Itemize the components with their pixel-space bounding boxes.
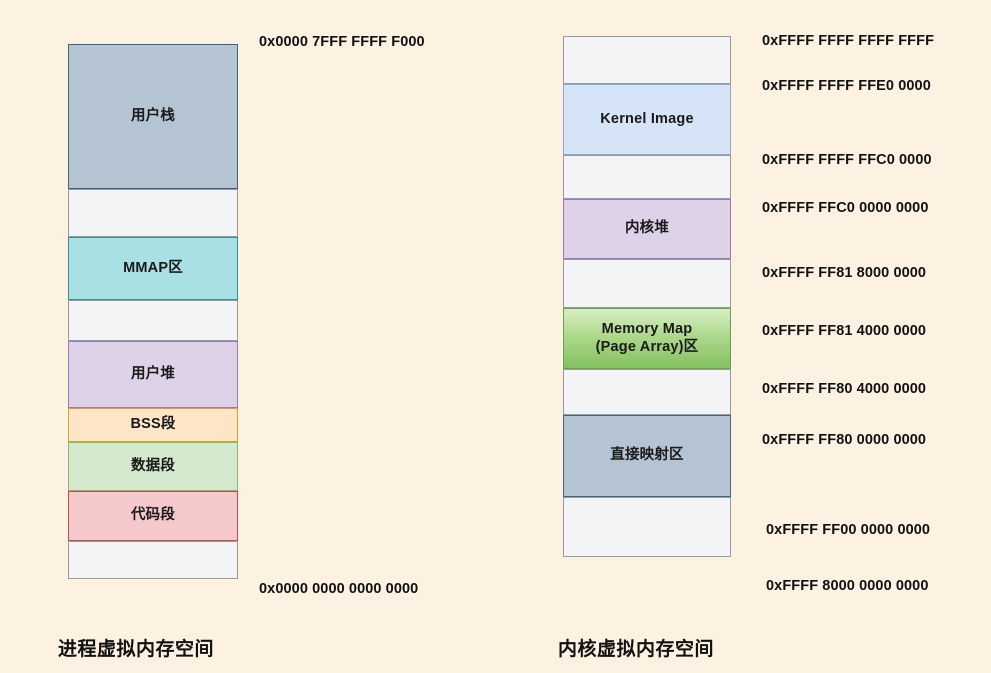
memory-block-label: 代码段 bbox=[130, 507, 176, 524]
address-label-kernel-6: 0xFFFF FF80 4000 0000 bbox=[762, 381, 927, 397]
memory-block-gap-3 bbox=[68, 541, 238, 579]
memory-block-mmap: MMAP区 bbox=[68, 237, 238, 300]
address-label-kernel-7: 0xFFFF FF80 0000 0000 bbox=[762, 432, 927, 448]
process-memory-column: 用户栈 MMAP区 用户堆 BSS段 数据段 代码段 bbox=[68, 44, 238, 579]
kernel-memory-column: Kernel Image 内核堆 Memory Map (Page Array)… bbox=[563, 36, 731, 557]
address-label-kernel-1: 0xFFFF FFFF FFE0 0000 bbox=[762, 78, 931, 94]
caption-kernel-memory: 内核虚拟内存空间 bbox=[558, 639, 715, 660]
memory-block-memory-map: Memory Map (Page Array)区 bbox=[563, 308, 731, 369]
memory-block-label: 用户堆 bbox=[130, 365, 176, 382]
memory-block-bss: BSS段 bbox=[68, 408, 238, 442]
memory-block-user-heap: 用户堆 bbox=[68, 341, 238, 408]
memory-block-label: 直接映射区 bbox=[610, 447, 684, 464]
memory-block-label: 用户栈 bbox=[130, 107, 176, 124]
memory-block-user-stack: 用户栈 bbox=[68, 44, 238, 189]
memory-block-data-segment: 数据段 bbox=[68, 442, 238, 491]
memory-block-gap-1 bbox=[68, 189, 238, 237]
memory-block-direct-mapping: 直接映射区 bbox=[563, 415, 731, 497]
memory-block-label: 数据段 bbox=[130, 457, 176, 474]
memory-block-label: Kernel Image bbox=[600, 110, 694, 127]
memory-block-label: MMAP区 bbox=[123, 259, 183, 276]
address-label-process-top: 0x0000 7FFF FFFF F000 bbox=[259, 34, 425, 50]
address-label-kernel-0: 0xFFFF FFFF FFFF FFFF bbox=[762, 33, 935, 49]
memory-block-gap-top bbox=[563, 36, 731, 84]
memory-block-gap-5 bbox=[563, 259, 731, 308]
address-label-process-bottom: 0x0000 0000 0000 0000 bbox=[259, 581, 419, 597]
memory-block-gap-2 bbox=[68, 300, 238, 341]
memory-block-gap-4 bbox=[563, 155, 731, 199]
memory-block-kernel-image: Kernel Image bbox=[563, 84, 731, 155]
address-label-kernel-3: 0xFFFF FFC0 0000 0000 bbox=[762, 200, 929, 216]
memory-block-gap-6 bbox=[563, 369, 731, 415]
address-label-kernel-5: 0xFFFF FF81 4000 0000 bbox=[762, 323, 927, 339]
memory-block-text-segment: 代码段 bbox=[68, 491, 238, 541]
memory-block-kernel-heap: 内核堆 bbox=[563, 199, 731, 259]
memory-block-label: 内核堆 bbox=[624, 220, 670, 237]
address-label-kernel-2: 0xFFFF FFFF FFC0 0000 bbox=[762, 152, 932, 168]
memory-block-label: BSS段 bbox=[130, 416, 176, 433]
memory-block-label: Memory Map (Page Array)区 bbox=[595, 321, 699, 355]
caption-process-memory: 进程虚拟内存空间 bbox=[58, 639, 215, 660]
address-label-kernel-9: 0xFFFF 8000 0000 0000 bbox=[766, 578, 929, 594]
memory-block-gap-bottom bbox=[563, 497, 731, 557]
address-label-kernel-8: 0xFFFF FF00 0000 0000 bbox=[766, 522, 931, 538]
address-label-kernel-4: 0xFFFF FF81 8000 0000 bbox=[762, 265, 927, 281]
